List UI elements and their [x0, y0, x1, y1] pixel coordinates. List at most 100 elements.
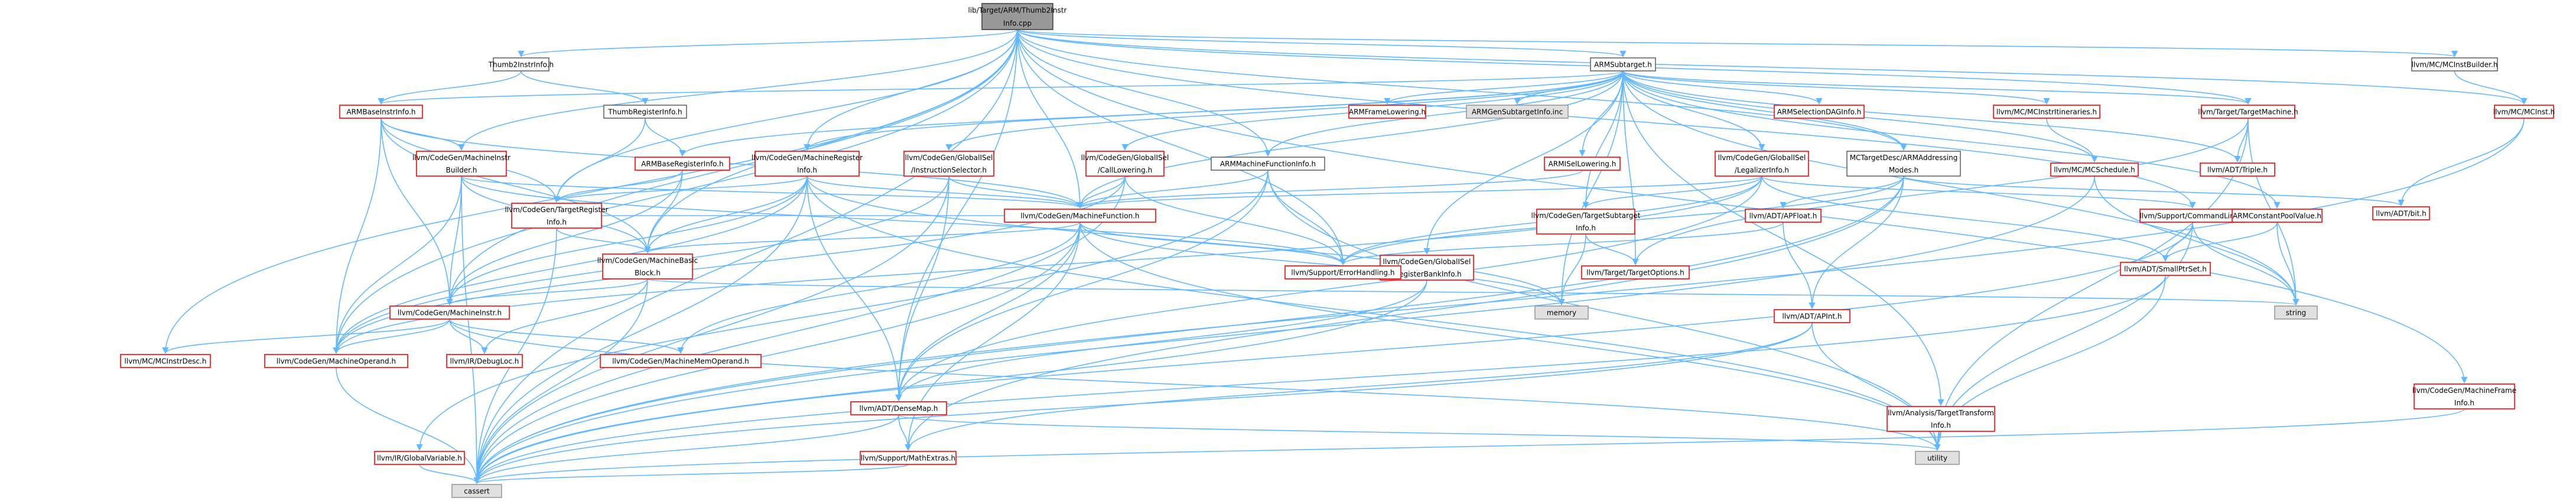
node-box [981, 3, 1053, 30]
node-armisellowering[interactable]: ARMISelLowering.h [1544, 157, 1621, 171]
node-box [264, 354, 408, 368]
node-gisel_cl[interactable]: llvm/CodeGen/GlobalISel/CallLowering.h [1081, 151, 1169, 177]
node-triple[interactable]: llvm/ADT/Triple.h [2200, 162, 2275, 177]
node-armselectiondaginfo[interactable]: ARMSelectionDAGInfo.h [1774, 105, 1865, 119]
node-label: ARMBaseRegisterInfo.h [641, 160, 723, 168]
edge-tsi-to-memory [1558, 233, 1586, 306]
node-label: llvm/CodeGen/MachineOperand.h [277, 357, 396, 366]
node-label: llvm/Support/CommandLine.h [2139, 212, 2245, 220]
node-debugloc[interactable]: llvm/IR/DebugLoc.h [446, 354, 523, 368]
node-mcinst[interactable]: llvm/MC/MCInst.h [2493, 105, 2555, 119]
node-smallptrset[interactable]: llvm/ADT/SmallPtrSet.h [2120, 262, 2211, 276]
node-armmfi[interactable]: ARMMachineFunctionInfo.h [1211, 157, 1325, 171]
edge-apfloat-to-apint [1783, 222, 1816, 310]
edge-armsubtarget-to-gisel_li [1622, 70, 1765, 151]
node-label: Thumb2InstrInfo.h [488, 61, 554, 69]
node-box [860, 451, 957, 465]
node-label: Info.cpp [1003, 19, 1032, 28]
node-armbaseinstrinfo[interactable]: ARMBaseInstrInfo.h [339, 105, 423, 119]
edge-root-to-cmdline [1017, 29, 2196, 209]
node-box [903, 151, 994, 177]
node-densemap[interactable]: llvm/ADT/DenseMap.h [850, 401, 947, 415]
node-armframelowering[interactable]: ARMFrameLowering.h [1348, 105, 1426, 119]
node-mo[interactable]: llvm/CodeGen/MachineOperand.h [264, 354, 408, 368]
node-label: llvm/MC/MCInstrItineraries.h [1996, 108, 2097, 116]
edge-mctargetdesc-to-cassert [473, 175, 1904, 484]
node-label: string [2286, 309, 2306, 317]
node-box [446, 354, 523, 368]
node-cassert: cassert [451, 484, 502, 498]
node-box [1284, 265, 1401, 279]
node-bit[interactable]: llvm/ADT/bit.h [2372, 206, 2430, 220]
node-armbasereginfo[interactable]: ARMBaseRegisterInfo.h [635, 157, 730, 171]
node-gisel_li[interactable]: llvm/CodeGen/GlobalISel/LegalizerInfo.h [1715, 151, 1809, 177]
edge-mcschedule-to-string [2094, 175, 2299, 306]
node-label: llvm/CodeGen/GlobalISel [1383, 258, 1471, 266]
node-mmo[interactable]: llvm/CodeGen/MachineMemOperand.h [600, 354, 762, 368]
node-mcinstbuilder[interactable]: llvm/MC/MCInstBuilder.h [2411, 57, 2498, 71]
node-thumbreginfo[interactable]: ThumbRegisterInfo.h [603, 105, 687, 119]
node-box [2274, 305, 2318, 320]
node-box [2411, 57, 2498, 71]
edge-mimb-to-mo [333, 175, 462, 354]
node-mcschedule[interactable]: llvm/MC/MCSchedule.h [2050, 162, 2139, 177]
edge-armsubtarget-to-tsi [1582, 70, 1624, 209]
edge-mi-to-debugloc [449, 318, 488, 354]
node-cmdline[interactable]: llvm/Support/CommandLine.h [2139, 209, 2246, 223]
edge-armcpv-to-smallptrset [2162, 222, 2278, 262]
node-armcpv[interactable]: ARMConstantPoolValue.h [2232, 209, 2323, 223]
node-armsubtarget[interactable]: ARMSubtarget.h [1590, 57, 1656, 71]
node-globalvariable[interactable]: llvm/IR/GlobalVariable.h [374, 451, 465, 465]
edge-armisellowering-to-mf [1076, 170, 1583, 209]
node-box [1211, 157, 1325, 171]
node-label: ARMBaseInstrInfo.h [346, 108, 415, 116]
node-label: llvm/ADT/APFloat.h [1749, 212, 1817, 220]
edge-root-to-mcinstbuilder [1017, 29, 2457, 58]
node-apfloat[interactable]: llvm/ADT/APFloat.h [1745, 209, 1822, 223]
edge-gisel_rbi-to-densemap [895, 279, 1427, 402]
node-label: /LegalizerInfo.h [1735, 166, 1789, 174]
node-mf[interactable]: llvm/CodeGen/MachineFunction.h [1004, 209, 1156, 223]
edge-root-to-cassert [473, 29, 1018, 484]
node-mcinstritineraries[interactable]: llvm/MC/MCInstrItineraries.h [1993, 105, 2100, 119]
node-box [389, 305, 510, 320]
node-errorhandling[interactable]: llvm/Support/ErrorHandling.h [1284, 265, 1401, 279]
node-mcinstrdesc[interactable]: llvm/MC/MCInstrDesc.h [120, 354, 211, 368]
node-label: llvm/CodeGen/MachineInstr.h [398, 309, 502, 317]
node-mi[interactable]: llvm/CodeGen/MachineInstr.h [389, 305, 510, 320]
node-root[interactable]: lib/Target/ARM/Thumb2InstrInfo.cpp [968, 3, 1067, 30]
node-label: llvm/ADT/SmallPtrSet.h [2124, 265, 2207, 274]
node-targetmachine[interactable]: llvm/Target/TargetMachine.h [2198, 105, 2298, 119]
edge-mf-to-memory [1079, 222, 1565, 306]
node-apint[interactable]: llvm/ADT/APInt.h [1774, 309, 1850, 323]
edge-armsubtarget-to-tti [1622, 70, 1944, 406]
edge-tri-to-mbb [556, 227, 651, 254]
node-box [1745, 209, 1822, 223]
edge-root-to-mi [446, 29, 1018, 306]
node-targetoptions[interactable]: llvm/Target/TargetOptions.h [1581, 265, 1690, 279]
dependency-edges [162, 29, 2528, 484]
edge-thumbreginfo-to-tri [553, 118, 646, 203]
edge-mbb-to-mi [446, 278, 648, 306]
edge-mri-to-tri [553, 175, 808, 203]
edge-armsubtarget-to-targetmachine [1622, 70, 2252, 105]
node-box [603, 105, 687, 119]
node-mathextras[interactable]: llvm/Support/MathExtras.h [860, 451, 957, 465]
node-gisel_is[interactable]: llvm/CodeGen/GlobalISel/InstructionSelec… [903, 151, 994, 177]
edge-mctargetdesc-to-mathextras [905, 175, 1904, 451]
node-box [1774, 309, 1850, 323]
edge-mri-to-utility [806, 175, 1941, 451]
node-label: Modes.h [1889, 166, 1918, 174]
edge-mimb-to-mf [461, 175, 1084, 209]
node-box [1774, 105, 1865, 119]
node-thumb2instrinfo[interactable]: Thumb2InstrInfo.h [488, 57, 554, 71]
